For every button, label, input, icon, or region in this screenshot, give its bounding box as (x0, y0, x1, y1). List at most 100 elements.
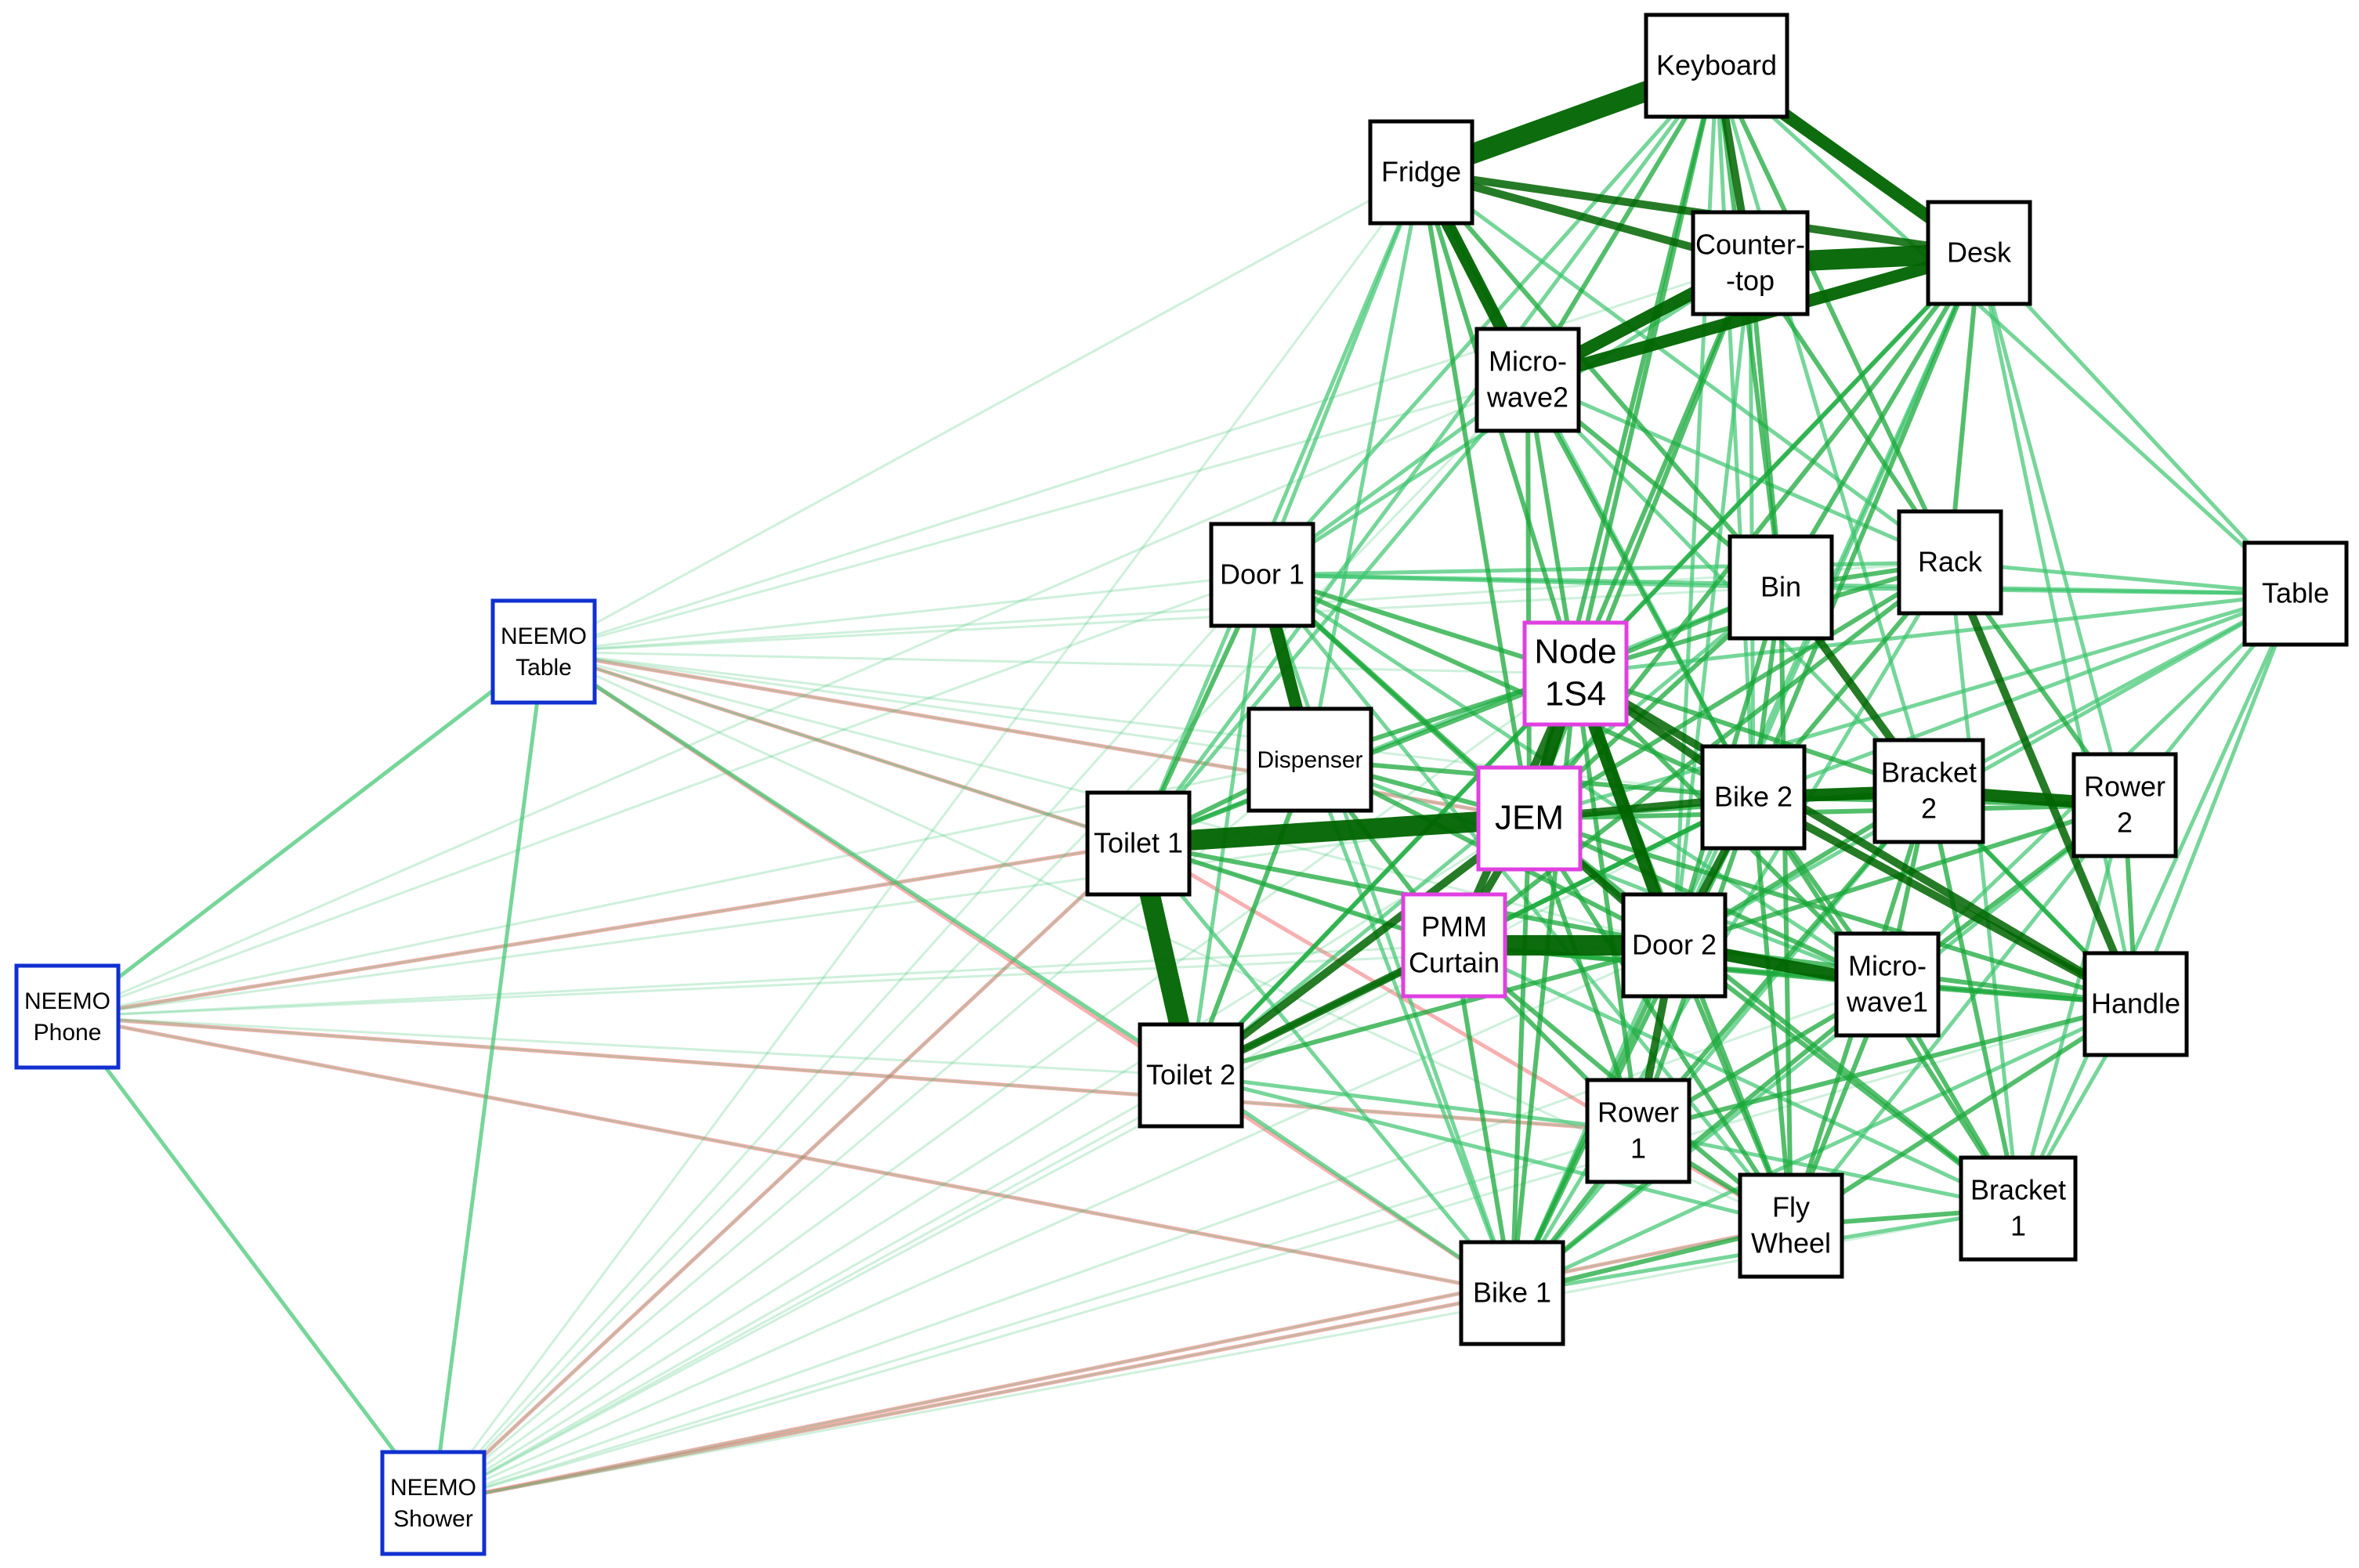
edge-rack-handle (1946, 558, 2140, 1008)
edge-desk-node1s4 (1573, 251, 1981, 676)
node-box-neemoshower (380, 1450, 487, 1556)
edge-fridge-bin (1419, 170, 1783, 590)
edge-table-bracket1 (2016, 591, 2298, 1211)
edge-neemophone-pmmcurtain (66, 944, 1456, 1018)
node-label-bracket1-line2: 1 (2010, 1210, 2026, 1242)
node-label-flywheel-line1: Fly (1772, 1191, 1810, 1223)
node-fridge[interactable]: Fridge (1368, 119, 1474, 226)
node-box-toilet2 (1138, 1022, 1244, 1129)
node-door2[interactable]: Door 2 (1621, 892, 1728, 999)
node-box-bike1 (1459, 1240, 1565, 1346)
node-dispenser[interactable]: Dispenser (1246, 706, 1373, 813)
edge-rower2-flywheel (1789, 803, 2127, 1228)
edge-neemoshower-fridge (432, 171, 1423, 1505)
node-microwave2[interactable]: Micro-wave2 (1474, 327, 1581, 433)
edge-rack-bracket1 (1948, 560, 2021, 1211)
edge-neemoshower-jem (432, 817, 1531, 1505)
edge-door2-toilet2 (1189, 943, 1677, 1078)
edge-desk-rower2 (1977, 251, 2127, 807)
node-label-bin: Bin (1760, 571, 1801, 603)
edge-bike2-handle (1749, 793, 2140, 1008)
node-microwave1[interactable]: Micro-wave1 (1834, 931, 1941, 1038)
edge-keyboard-node1s4 (1573, 63, 1719, 676)
node-countertop[interactable]: Counter--top (1691, 210, 1810, 316)
edge-toilet2-neemophone (66, 1015, 1192, 1077)
node-label-bracket1-line1: Bracket (1970, 1174, 2066, 1206)
edge-fridge-jem (1419, 170, 1532, 821)
node-label-bracket2-line1: Bracket (1881, 757, 1977, 789)
edge-neemoshower-bike2 (432, 796, 1755, 1505)
edge-node1s4-handle (1572, 670, 2140, 1008)
node-label-rack: Rack (1918, 546, 1983, 578)
edge-toilet1-neemoshower (432, 842, 1140, 1505)
node-jem[interactable]: JEM (1476, 765, 1583, 872)
node-bike1[interactable]: Bike 1 (1459, 1240, 1565, 1346)
node-table[interactable]: Table (2242, 540, 2349, 647)
node-label-node1s4-line1: Node (1534, 633, 1616, 671)
node-label-neemophone-line1: NEEMO (24, 988, 110, 1014)
node-box-jem (1476, 765, 1583, 872)
node-box-flywheel (1738, 1172, 1844, 1279)
node-label-neemoshower-line2: Shower (393, 1506, 473, 1532)
node-box-rack (1897, 509, 2003, 616)
edge-microwave2-jem (1525, 378, 1532, 821)
node-label-bracket2-line2: 2 (1921, 793, 1937, 825)
edge-microwave1-bike1 (1510, 982, 1890, 1295)
negative-edge-neemophone-rower1 (65, 1014, 1641, 1133)
edge-desk-bin (1778, 251, 1981, 590)
edge-table-handle (2133, 591, 2298, 1006)
node-box-desk (1926, 200, 2032, 306)
node-label-flywheel-line2: Wheel (1751, 1227, 1831, 1259)
node-bin[interactable]: Bin (1728, 534, 1834, 641)
node-bike2[interactable]: Bike 2 (1700, 744, 1807, 851)
node-desk[interactable]: Desk (1926, 200, 2032, 306)
edge-rack-jem (1527, 560, 1952, 821)
edge-neemophone-door1 (66, 573, 1264, 1018)
edge-pmmcurtain-bracket1 (1452, 943, 2021, 1211)
edge-keyboard-bike2 (1714, 63, 1756, 800)
edge-neemotable-toilet2 (541, 649, 1193, 1078)
edge-neemoshower-rower1 (432, 1129, 1640, 1505)
node-box-fridge (1368, 119, 1474, 226)
edge-neemophone-microwave2 (66, 378, 1529, 1018)
edge-dispenser-bike1 (1308, 757, 1514, 1295)
edge-table-jem (1527, 591, 2298, 821)
node-box-microwave2 (1474, 327, 1581, 433)
node-label-neemotable-line1: NEEMO (501, 623, 587, 649)
edge-keyboard-door1 (1260, 63, 1719, 577)
edge-neemotable-neemoshower (431, 649, 546, 1505)
node-handle[interactable]: Handle (2082, 951, 2189, 1057)
node-toilet1[interactable]: Toilet 1 (1085, 790, 1192, 897)
edge-neemotable-node1s4 (542, 650, 1577, 675)
node-bracket2[interactable]: Bracket 2 (1872, 738, 1985, 844)
node-toilet2[interactable]: Toilet 2 (1138, 1022, 1244, 1129)
edge-jem-toilet2 (1187, 815, 1533, 1079)
edge-toilet2-flywheel (1189, 1073, 1793, 1228)
node-rack[interactable]: Rack (1897, 509, 2003, 616)
edge-neemophone-bike1 (66, 1015, 1514, 1295)
node-label-jem: JEM (1495, 799, 1564, 837)
node-keyboard[interactable]: Keyboard (1644, 13, 1789, 119)
edge-microwave2-toilet1 (1136, 378, 1530, 846)
edge-toilet2-neemoshower (432, 1074, 1192, 1505)
node-box-bin (1728, 534, 1834, 641)
edge-rower2-bracket1 (2016, 803, 2127, 1211)
negative-edge-neemophone-bike1 (65, 1014, 1514, 1295)
node-bracket1[interactable]: Bracket 1 (1959, 1155, 2078, 1262)
edge-toilet1-neemotable (542, 650, 1140, 845)
node-label-microwave1-line1: Micro- (1848, 950, 1927, 982)
node-door1[interactable]: Door 1 (1209, 522, 1315, 628)
edge-toilet2-bike1 (1189, 1073, 1514, 1295)
edge-fridge-neemotable (542, 171, 1423, 653)
node-box-rower1 (1585, 1078, 1691, 1184)
node-label-rower1-line1: Rower (1597, 1097, 1679, 1129)
